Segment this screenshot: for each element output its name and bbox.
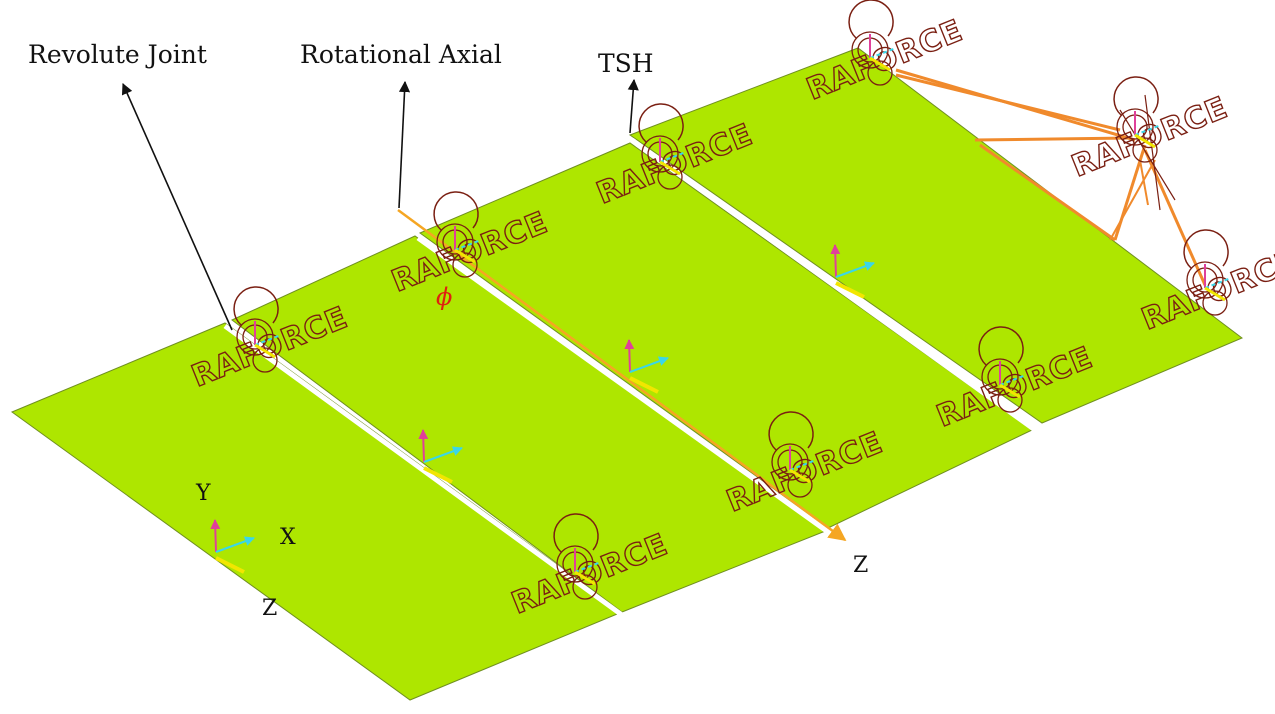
- z-axis-bar: [835, 281, 865, 299]
- y-axis-arrow: [210, 519, 221, 553]
- y-axis-arrow: [830, 244, 841, 278]
- y-axis-arrow: [418, 429, 429, 463]
- tsh-leader: [627, 78, 639, 134]
- coordinate-triad: [830, 244, 875, 299]
- revolute-joint-label: Revolute Joint: [28, 40, 207, 69]
- axis-z-panel-label: Z: [262, 596, 277, 621]
- z-axis-bar: [629, 376, 659, 394]
- hinge-gap-1: [223, 323, 624, 618]
- axis-z-hinge-label: Z: [853, 553, 868, 578]
- coordinate-triad: [418, 429, 463, 484]
- x-axis-arrow: [215, 536, 255, 553]
- panel-coordinate-frames: [210, 244, 875, 574]
- tsh-cables: [895, 68, 1207, 286]
- rotational-axial-leader: [398, 80, 411, 209]
- rotational-axis-line: [397, 208, 847, 542]
- rotational-axial-label: Rotational Axial: [300, 40, 502, 69]
- y-axis-arrow: [624, 339, 635, 373]
- x-axis-arrow: [835, 261, 875, 278]
- axis-y-label: Y: [195, 481, 211, 506]
- x-axis-arrow: [423, 446, 463, 463]
- coordinate-triad: [210, 519, 255, 574]
- z-axis-bar: [423, 466, 453, 484]
- hinge-gap-3: [630, 137, 1037, 433]
- coordinate-triad: [624, 339, 669, 394]
- tsh-label: TSH: [598, 49, 654, 78]
- hinge-gap-2: [416, 235, 830, 535]
- z-axis-bar: [215, 556, 245, 574]
- panel-4: [628, 47, 1243, 424]
- x-axis-arrow: [629, 356, 669, 373]
- solar-panel-array: [10, 47, 1243, 701]
- revolute-joint-leader: [121, 82, 233, 331]
- axis-x-label: X: [280, 525, 296, 550]
- phi-label: ϕ: [436, 283, 452, 311]
